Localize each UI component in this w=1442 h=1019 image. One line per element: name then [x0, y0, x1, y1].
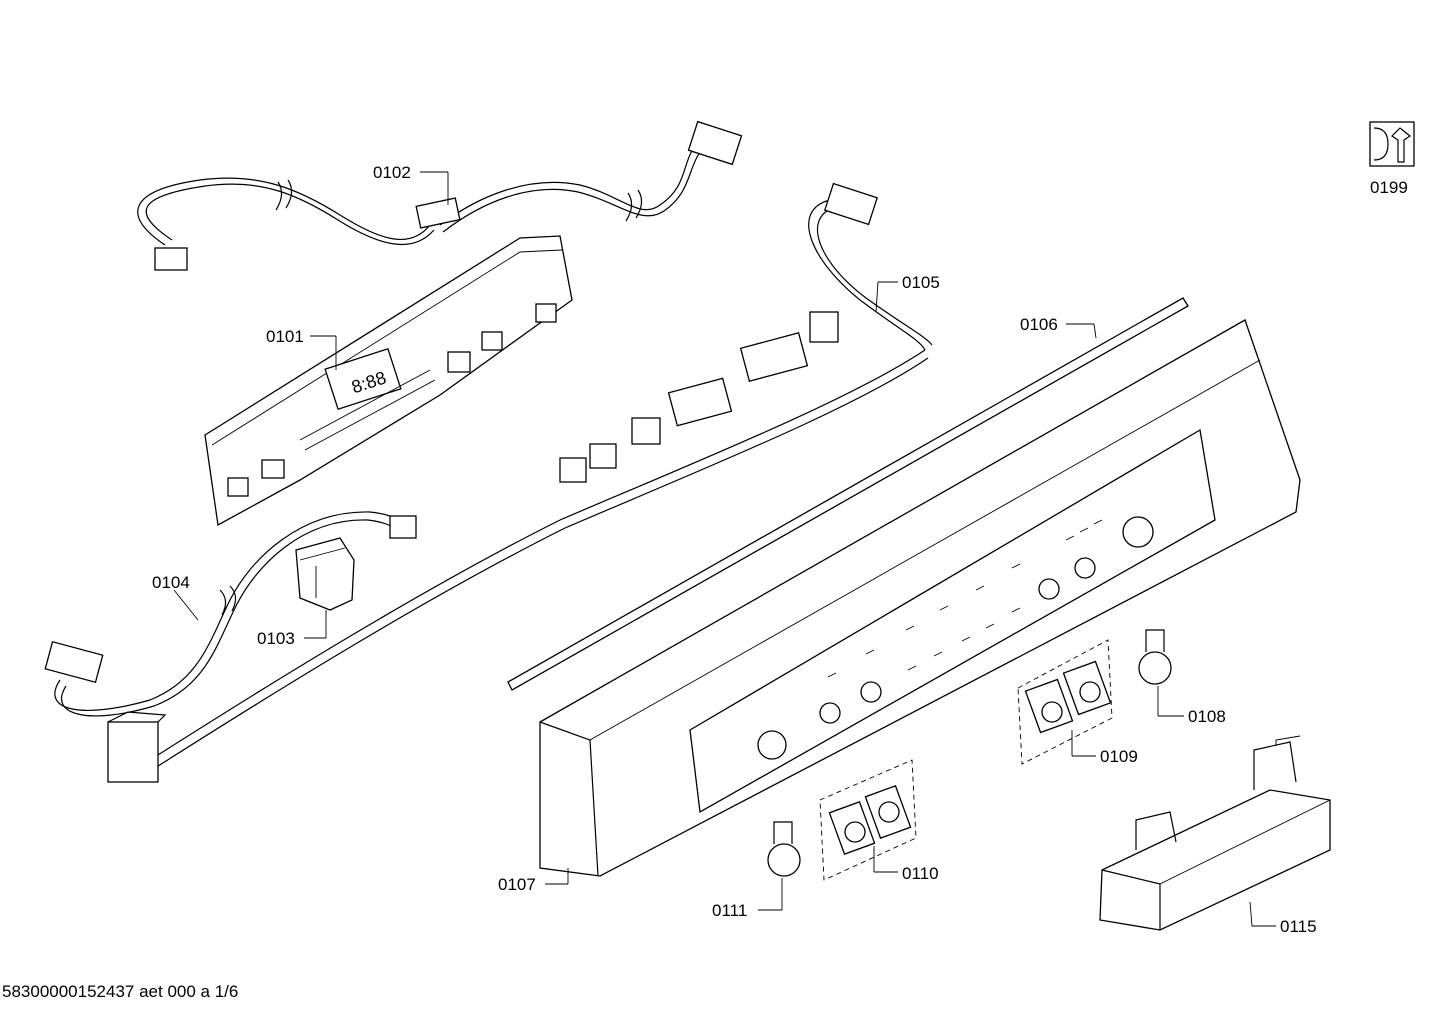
label-0102: 0102: [373, 163, 411, 182]
control-board: 8:88: [204, 235, 573, 527]
footer-document-code: 58300000152437 aet 000 a 1/6: [2, 982, 239, 1001]
label-0103: 0103: [257, 629, 295, 648]
seal-strip: [507, 297, 1189, 691]
lower-wire-harness: [44, 511, 417, 783]
label-0108: 0108: [1188, 707, 1226, 726]
upper-wire-harness: [137, 120, 743, 271]
label-0104: 0104: [152, 573, 190, 592]
label-0199: 0199: [1370, 178, 1408, 197]
label-0111: 0111: [712, 901, 747, 920]
label-0105: 0105: [902, 273, 940, 292]
label-0107: 0107: [498, 875, 536, 894]
mounting-bracket: [1099, 735, 1331, 931]
label-0101: 0101: [266, 327, 304, 346]
knob-0111: [767, 821, 801, 877]
label-0110: 0110: [902, 864, 939, 883]
main-wire-bundle: [149, 182, 933, 769]
button-set-0110: [819, 759, 917, 881]
label-0109: 0109: [1100, 747, 1138, 766]
knob-0108: [1138, 629, 1172, 685]
button-set-0109: [1017, 639, 1113, 765]
label-0106: 0106: [1020, 315, 1058, 334]
control-panel-fascia: [539, 319, 1301, 877]
service-wrench-icon: [1369, 121, 1415, 167]
door-switch: [295, 537, 355, 611]
label-0115: 0115: [1280, 917, 1317, 936]
